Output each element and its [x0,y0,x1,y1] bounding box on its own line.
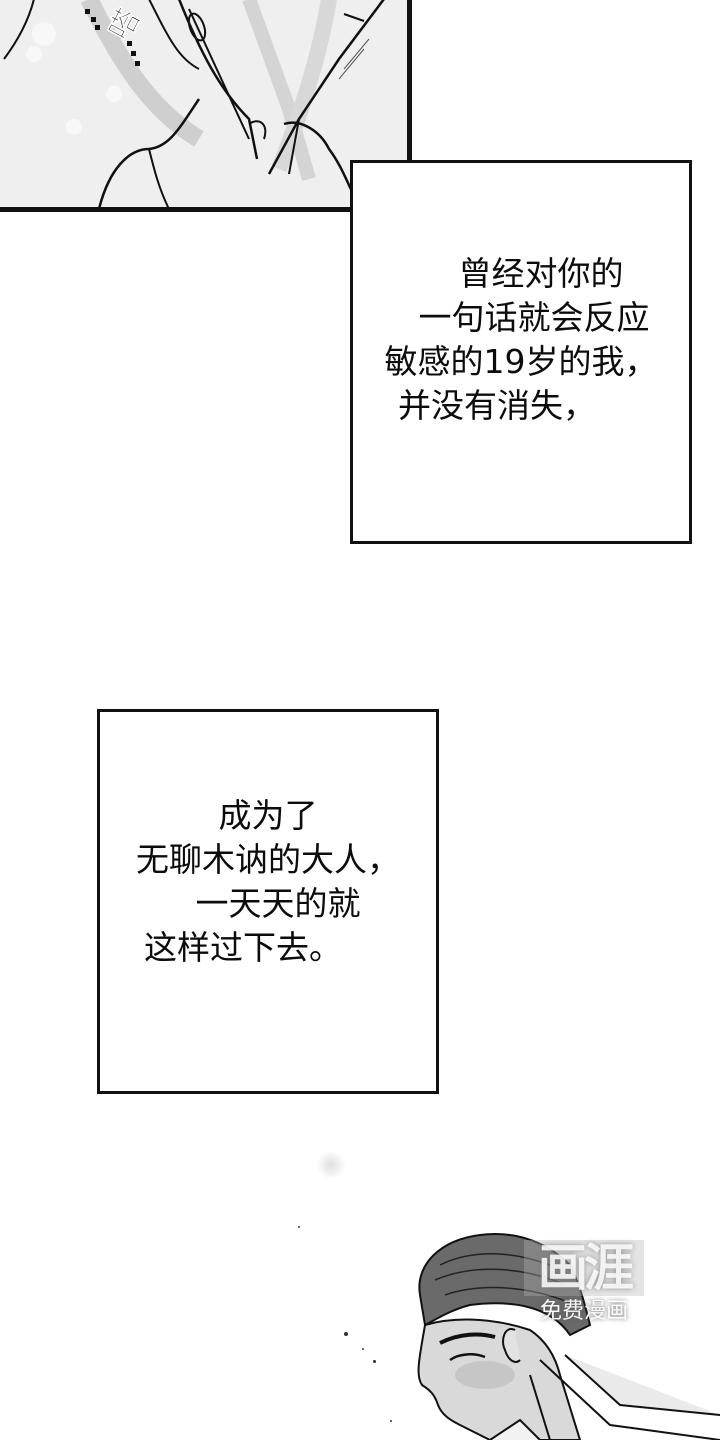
ink-dot [373,1360,376,1363]
caption-line: 一句话就会反应 [418,298,650,337]
ink-dot [390,1420,392,1422]
sparkle-effect [316,1152,346,1178]
caption-line: 曾经对你的 [458,254,624,293]
caption-line: 敏感的19岁的我， [384,342,658,381]
ink-dot [298,1226,300,1228]
caption-text-2: 成为了 无聊木讷的大人， 一天天的就 这样过下去。 [136,794,400,970]
caption-line: 一天天的就 [195,883,361,923]
caption-text-1: 曾经对你的 一句话就会反应 敏感的19岁的我， 并没有消失， [385,252,658,428]
watermark-logo: 画涯 [524,1240,644,1296]
top-art-panel: 嗒 [0,0,412,212]
man-portrait-drawing [417,1233,720,1440]
caption-line: 并没有消失， [398,386,596,425]
watermark-subtitle: 免费漫画 [539,1299,628,1324]
caption-line: 无聊木讷的大人， [136,839,400,879]
caption-box-2: 成为了 无聊木讷的大人， 一天天的就 这样过下去。 [97,709,439,1094]
ink-dot [344,1332,348,1336]
hands-collar-illustration [0,0,407,207]
ink-dot [362,1348,364,1350]
watermark: 画涯 免费漫画 [524,1240,644,1326]
caption-line: 成为了 [218,795,318,835]
caption-box-1: 曾经对你的 一句话就会反应 敏感的19岁的我， 并没有消失， [350,160,692,544]
caption-line: 这样过下去。 [144,927,342,967]
character-illustration [380,1225,720,1440]
